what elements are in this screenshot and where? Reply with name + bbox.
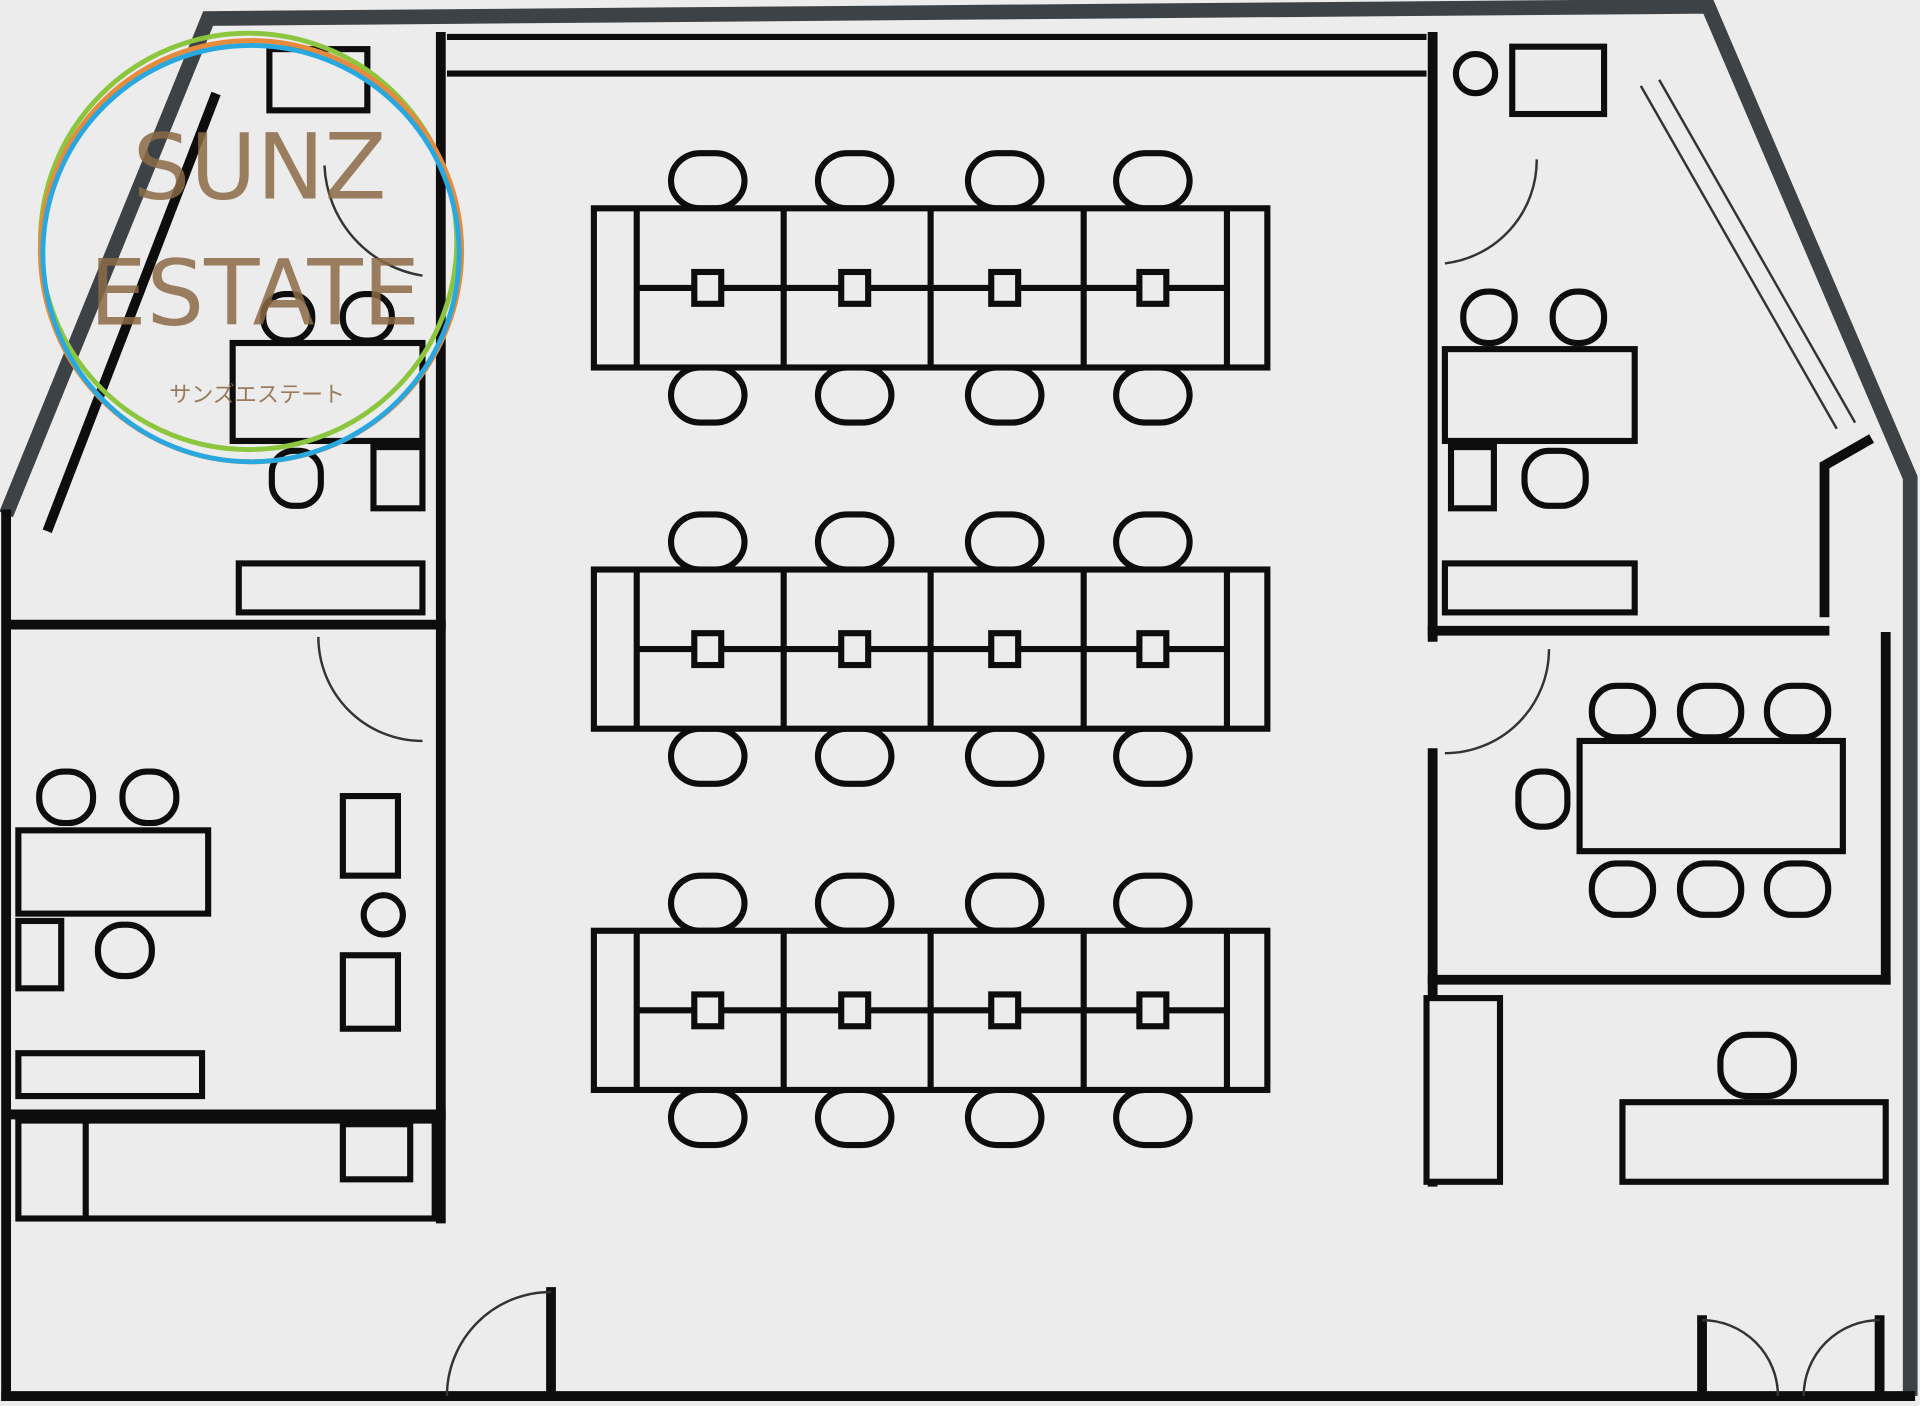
chair-icon	[1113, 872, 1193, 934]
desk-cluster	[590, 150, 1271, 426]
chair-icon	[339, 290, 395, 344]
chair-icon	[1676, 860, 1745, 918]
entrance-door	[445, 1287, 556, 1401]
chair-icon	[814, 1086, 895, 1149]
power-outlet-icon	[691, 268, 725, 307]
chair-icon	[1515, 768, 1571, 830]
chair-icon	[1521, 447, 1589, 509]
logo-line2: ESTATE	[89, 242, 420, 347]
chair-icon	[1460, 288, 1518, 347]
sunz-estate-logo: SUNZ ESTATE サンズエステート	[37, 30, 465, 465]
left-middle-room	[7, 636, 446, 1222]
right-top-room	[1427, 43, 1830, 636]
chair-icon	[667, 1086, 748, 1149]
chair-icon	[1113, 725, 1193, 787]
power-outlet-icon	[988, 630, 1022, 669]
chair-icon	[36, 768, 97, 827]
chair-icon	[814, 364, 895, 426]
logo-ring-blue	[40, 43, 462, 465]
left-top-room	[7, 46, 446, 630]
power-outlet-icon	[691, 991, 725, 1030]
power-outlet-icon	[1136, 268, 1170, 307]
chair-icon	[964, 872, 1045, 934]
chair-icon	[1113, 150, 1193, 212]
logo-subtitle: サンズエステート	[169, 383, 345, 408]
logo-line1: SUNZ	[133, 116, 387, 221]
chair-icon	[260, 290, 316, 344]
power-outlet-icon	[838, 268, 872, 307]
power-outlet-icon	[1136, 991, 1170, 1030]
chair-icon	[814, 872, 895, 934]
chair-icon	[1113, 1086, 1193, 1149]
chair-icon	[1676, 682, 1745, 741]
chair-icon	[814, 511, 895, 573]
chair-icon	[1113, 511, 1193, 573]
chair-icon	[1717, 1031, 1797, 1100]
chair-icon	[667, 150, 748, 212]
meeting-room	[1427, 631, 1891, 985]
chair-icon	[814, 725, 895, 787]
chair-icon	[1549, 288, 1608, 347]
desk-clusters	[590, 150, 1271, 1149]
desk-cluster	[590, 511, 1271, 787]
chair-icon	[1763, 860, 1832, 918]
chair-icon	[268, 447, 324, 509]
power-outlet-icon	[988, 991, 1022, 1030]
chair-icon	[814, 150, 895, 212]
chair-icon	[964, 511, 1045, 573]
chair-icon	[964, 364, 1045, 426]
side-door	[1697, 1315, 1885, 1401]
chair-icon	[119, 768, 180, 827]
desk-cluster	[590, 872, 1271, 1149]
chair-icon	[1588, 860, 1657, 918]
chair-icon	[964, 150, 1045, 212]
power-outlet-icon	[1136, 630, 1170, 669]
chair-icon	[1113, 364, 1193, 426]
chair-icon	[1763, 682, 1832, 741]
power-outlet-icon	[691, 630, 725, 669]
chair-icon	[1588, 682, 1657, 741]
chair-icon	[667, 872, 748, 934]
chair-icon	[964, 725, 1045, 787]
power-outlet-icon	[838, 630, 872, 669]
chair-icon	[94, 921, 155, 980]
reception-area	[1423, 995, 1889, 1185]
chair-icon	[964, 1086, 1045, 1149]
power-outlet-icon	[988, 268, 1022, 307]
chair-icon	[667, 725, 748, 787]
chair-icon	[667, 511, 748, 573]
chair-icon	[667, 364, 748, 426]
power-outlet-icon	[838, 991, 872, 1030]
